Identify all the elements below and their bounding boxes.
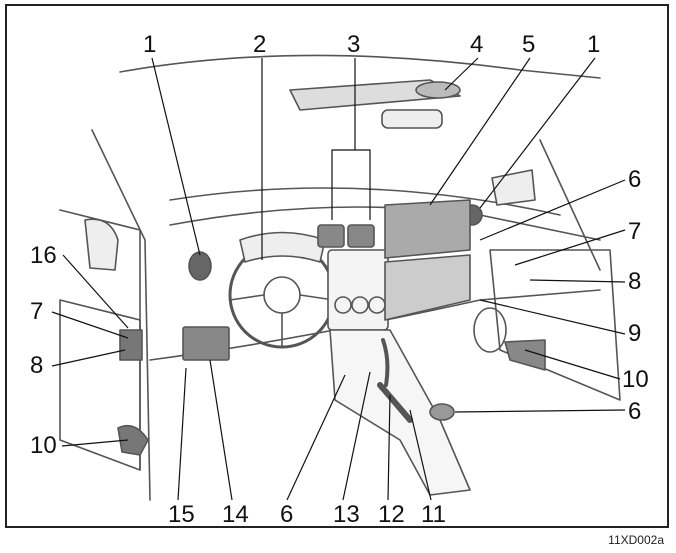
center-vent-left (317, 224, 345, 248)
a-pillar-left (91, 129, 151, 501)
callout-15: 15 (168, 501, 195, 528)
shift-lever (381, 338, 390, 387)
callout-14: 14 (222, 501, 249, 528)
callout-2: 2 (253, 31, 267, 58)
callout-4: 4 (470, 31, 484, 58)
left-door-pocket (117, 424, 149, 456)
right-door-speaker (473, 307, 507, 353)
callout-8-left: 8 (30, 352, 44, 379)
callout-1-right: 1 (587, 31, 601, 58)
map-light (415, 81, 461, 99)
steering-wheel-spokes (229, 294, 335, 348)
left-window-switches (119, 329, 143, 361)
callout-10-left: 10 (30, 432, 57, 459)
side-vent-left (188, 251, 212, 281)
parking-brake (377, 382, 413, 423)
right-door-panel (489, 249, 621, 401)
upper-glove-box (384, 199, 471, 259)
hvac-knob-1 (334, 296, 352, 314)
diagram-frame (5, 4, 669, 528)
side-mirror-left (84, 218, 119, 271)
cup-holder (429, 403, 455, 421)
windshield-top-edge (119, 54, 601, 79)
callout-3: 3 (347, 31, 361, 58)
callout-7-left: 7 (30, 298, 44, 325)
hvac-knob-2 (351, 296, 369, 314)
side-mirror-right (491, 169, 536, 206)
callout-5: 5 (522, 31, 536, 58)
center-stack (327, 249, 389, 331)
callout-11: 11 (421, 501, 446, 528)
callout-16: 16 (30, 242, 57, 269)
callout-6-bottom: 6 (280, 501, 294, 528)
figure-code: 11XD002a (608, 533, 664, 547)
center-vent-right (347, 224, 375, 248)
instrument-cluster (239, 231, 326, 263)
callout-8-right: 8 (628, 268, 642, 295)
callout-6-right-bottom: 6 (628, 398, 642, 425)
callout-6-right-top: 6 (628, 166, 642, 193)
callout-1-left: 1 (143, 31, 157, 58)
callout-12: 12 (378, 501, 405, 528)
right-door-pocket (504, 339, 546, 371)
lower-dash-panel (182, 326, 230, 361)
callout-9: 9 (628, 320, 642, 347)
rear-view-mirror (381, 109, 443, 129)
steering-wheel-hub (263, 276, 301, 314)
callout-13: 13 (333, 501, 360, 528)
callout-7-right: 7 (628, 218, 642, 245)
lower-glove-box (384, 254, 471, 321)
callout-10-right: 10 (622, 366, 649, 393)
